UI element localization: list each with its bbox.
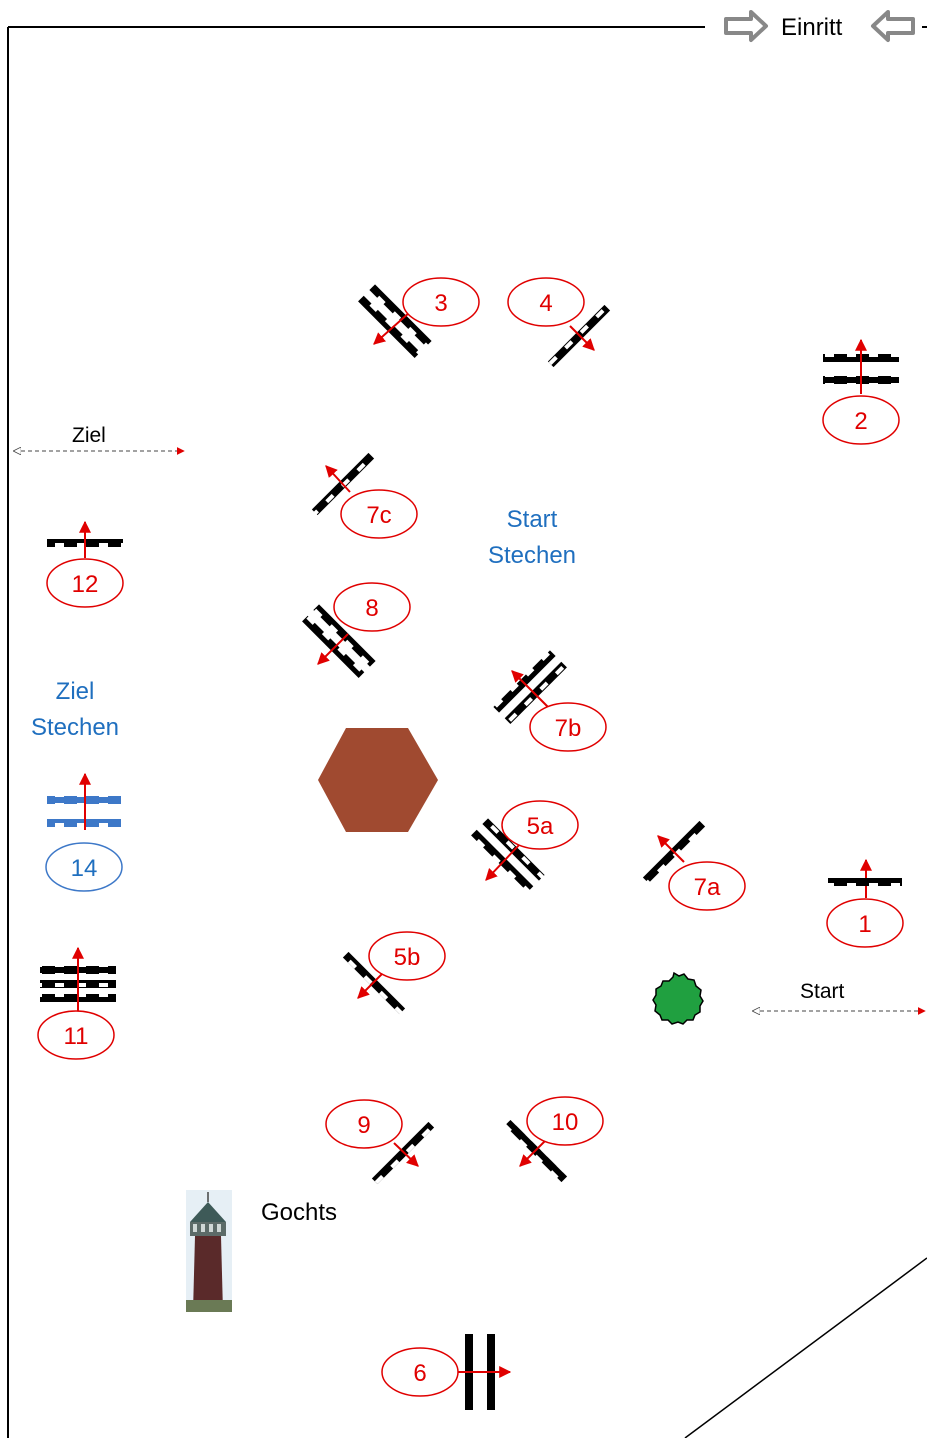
fence-1: 1 — [826, 858, 904, 948]
fence-number: 7b — [555, 715, 582, 742]
fence-5b: 5b — [342, 931, 446, 1015]
jumpoff-finish-label-2: Stechen — [31, 714, 119, 741]
fence-2: 2 — [822, 338, 900, 445]
fence-6: 6 — [381, 1334, 512, 1410]
arrow-left-icon — [871, 10, 915, 42]
fence-number: 5a — [527, 813, 554, 840]
jumpoff-finish-label: Ziel — [56, 678, 95, 705]
fence-number: 4 — [539, 290, 552, 317]
jumpoff-start-label-2: Stechen — [488, 542, 576, 569]
fence-7b: 7b — [493, 650, 607, 752]
fence-number: 11 — [64, 1023, 89, 1050]
fence-number: 1 — [858, 911, 871, 938]
fence-number: 9 — [357, 1112, 370, 1139]
fence-number: 14 — [71, 855, 98, 882]
fence-number: 2 — [854, 408, 867, 435]
arrow-right-icon — [724, 10, 768, 42]
fence-7c: 7c — [311, 452, 418, 539]
landmark-label: Gochts — [261, 1199, 337, 1226]
fence-number: 12 — [72, 571, 99, 598]
arena-border — [7, 26, 927, 1438]
entry-marker: Einritt — [724, 10, 915, 42]
start-line: Start — [753, 980, 925, 1011]
fence-3: 3 — [358, 277, 480, 358]
fence-number: 3 — [434, 290, 447, 317]
fence-4: 4 — [507, 277, 611, 368]
fence-11: 11 — [37, 946, 116, 1060]
fence-14: 14 — [45, 772, 123, 892]
start-label: Start — [800, 980, 845, 1003]
finish-line: Ziel — [14, 424, 184, 451]
fence-7a: 7a — [642, 820, 746, 911]
fence-12: 12 — [46, 520, 124, 608]
fence-5a: 5a — [471, 800, 579, 892]
tower-icon — [186, 1190, 232, 1312]
fence-number: 7c — [366, 502, 391, 529]
fence-8: 8 — [302, 582, 411, 678]
fence-number: 7a — [694, 874, 721, 901]
entry-label: Einritt — [781, 14, 843, 41]
fence-9: 9 — [325, 1099, 435, 1185]
bush-icon — [652, 971, 704, 1025]
fence-number: 10 — [552, 1109, 579, 1136]
fence-number: 6 — [413, 1360, 426, 1387]
fence-10: 10 — [504, 1096, 604, 1183]
hexagon-obstacle — [318, 728, 438, 832]
jumpoff-start-label: Start — [507, 506, 558, 533]
fence-number: 8 — [365, 595, 378, 622]
fence-number: 5b — [394, 944, 421, 971]
finish-label: Ziel — [72, 424, 106, 447]
